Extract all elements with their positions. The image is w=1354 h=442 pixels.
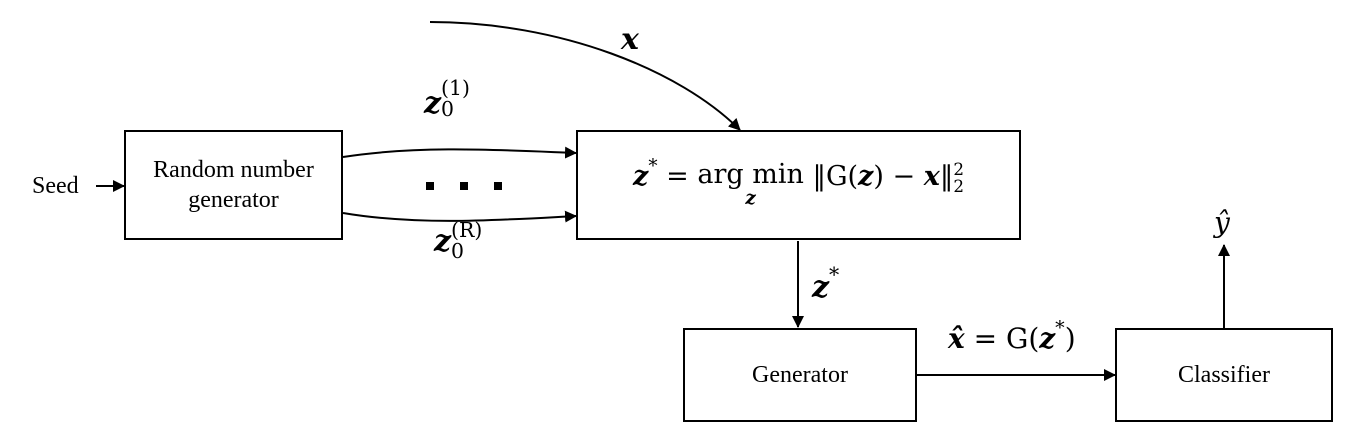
- z0-first-label: z(1)0: [424, 76, 470, 122]
- x-input-arrow: [429, 21, 741, 131]
- z0-first-arrow: [342, 146, 577, 159]
- seed-label: Seed: [32, 173, 79, 199]
- zstar-label: z*: [812, 262, 840, 305]
- rng-label-line1: Random number: [153, 157, 314, 183]
- generator-box-label: Generator: [752, 362, 848, 388]
- ellipsis-dot: [426, 182, 434, 190]
- classifier-box: Classifier: [1115, 328, 1333, 422]
- rng-box-label: Random number generator: [153, 155, 314, 215]
- z0-last-arrow: [342, 210, 577, 223]
- classifier-box-label: Classifier: [1178, 362, 1270, 388]
- rng-label-line2: generator: [188, 187, 279, 213]
- yhat-label: ŷ: [1214, 206, 1230, 239]
- generator-box: Generator: [683, 328, 917, 422]
- z0-last-label: z(R)0: [434, 218, 483, 264]
- reconstruction-label: x̂ = G(z*): [948, 316, 1076, 355]
- rng-box: Random number generator: [124, 130, 343, 240]
- ellipsis-dot: [460, 182, 468, 190]
- x-label: x: [621, 22, 639, 57]
- ellipsis-dot: [494, 182, 502, 190]
